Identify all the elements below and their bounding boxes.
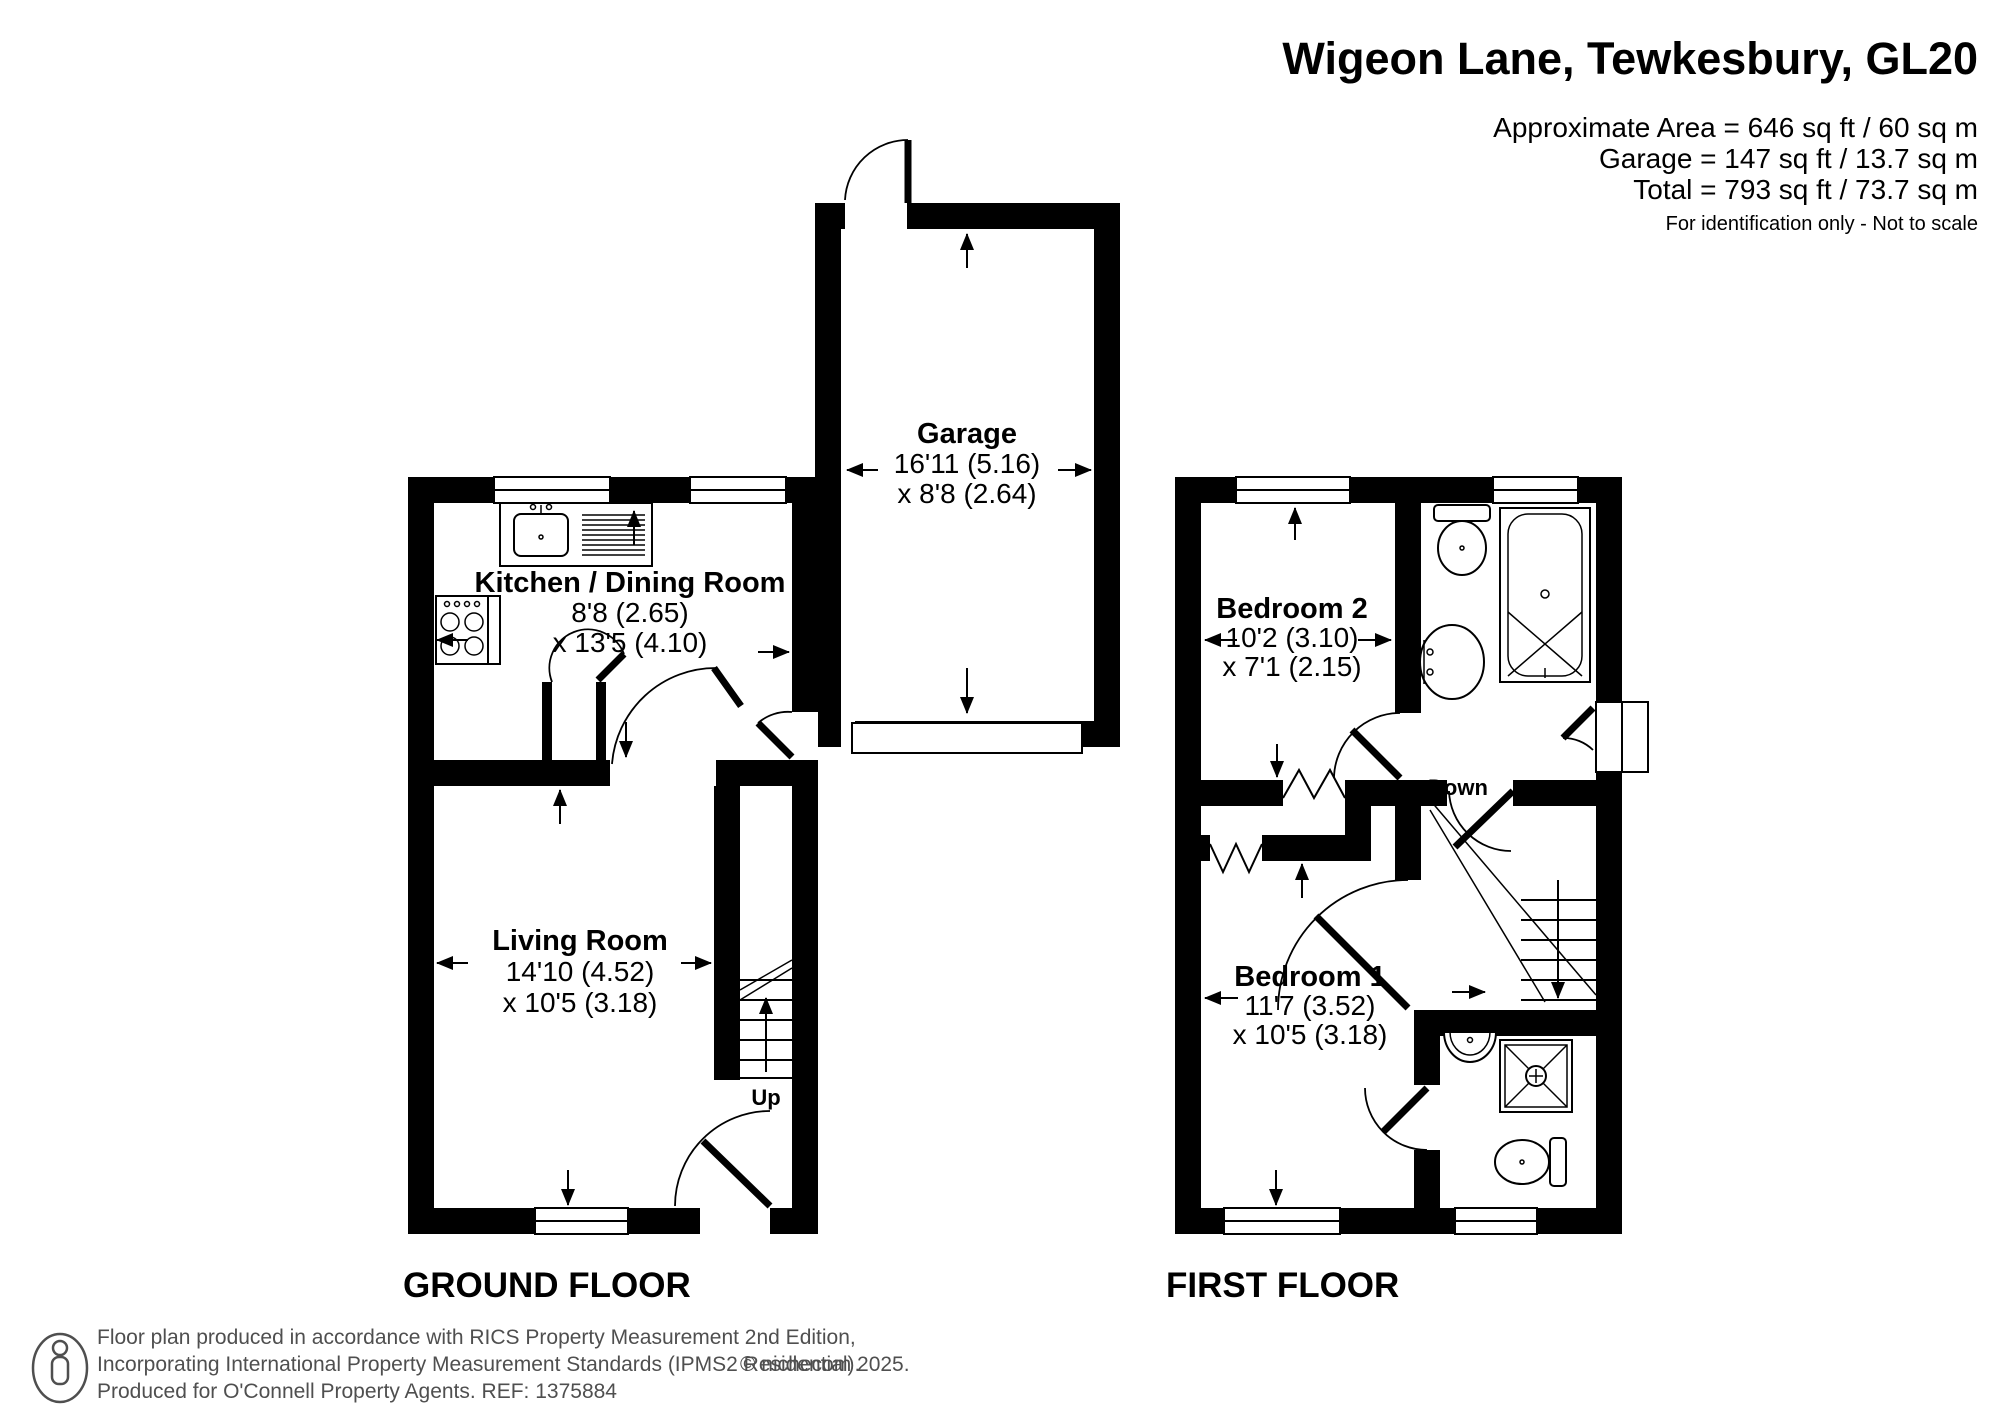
garage-name: Garage [917,418,1017,450]
ff-window-right [1595,701,1649,773]
gf-right-wall [792,477,818,1234]
bedroom2-right-wall [1395,503,1421,713]
bedroom1-door [1277,879,1411,1011]
cupboard-top-opening [1283,780,1345,806]
bedroom2-name: Bedroom 2 [1216,593,1367,625]
garage-right-wall [1094,203,1120,747]
ground-floor-label: GROUND FLOOR [403,1266,691,1305]
first-floor-plan: Down [1166,476,1649,1305]
ensuite-toilet-icon [1494,1137,1567,1187]
kitchen-label: Kitchen / Dining Room 8'8 (2.65) x 13'5 … [475,567,786,658]
kitchen-cupboard [542,628,627,760]
ensuite-basin-icon [1442,1015,1498,1063]
garage-label: Garage 16'11 (5.16) x 8'8 (2.64) [894,418,1040,509]
ff-right-wall [1596,477,1622,1234]
stairs-down-label: Down [1428,775,1488,800]
total-area: Total = 793 sq ft / 73.7 sq m [1633,174,1978,205]
person-icon [31,1332,89,1404]
stairs-up [739,959,793,1079]
bathtub-icon [1499,507,1591,683]
gf-hall-wall [714,786,740,1080]
kitchen-sink-icon [499,502,653,567]
gf-bottom-door [674,1110,773,1234]
footer-line3: Produced for O'Connell Property Agents. … [97,1380,617,1403]
kitchen-name: Kitchen / Dining Room [475,567,786,599]
bifold-door-up-icon [1282,767,1346,801]
stairs-up-label: Up [751,1085,780,1110]
living-room-label: Living Room 14'10 (4.52) x 10'5 (3.18) [492,925,668,1018]
living-dim1: 14'10 (4.52) [506,956,655,987]
garage-door-arc [844,139,909,201]
shower-icon [1499,1039,1573,1113]
ff-window-bottom-2 [1454,1207,1538,1235]
header: Wigeon Lane, Tewkesbury, GL20 Approximat… [1282,33,1978,235]
bathroom-door [1448,788,1516,852]
first-floor-label: FIRST FLOOR [1166,1266,1399,1305]
toilet-icon [1433,504,1491,576]
page-title: Wigeon Lane, Tewkesbury, GL20 [1282,33,1978,84]
footer-copyright: © nichecom 2025. [740,1353,910,1376]
gf-window-top-2 [689,476,787,504]
ff-left-wall [1175,477,1201,1234]
landing-cupboard-door [1560,705,1596,751]
ff-window-top-2 [1492,476,1579,504]
cupboard-bottom-opening [1210,835,1262,861]
gf-left-wall [408,477,434,1234]
garage-vehicle-door [851,722,1083,754]
kitchen-dim1: 8'8 (2.65) [571,597,688,628]
bifold-door-down-icon [1209,841,1263,875]
disclaimer: For identification only - Not to scale [1666,213,1978,235]
living-name: Living Room [492,925,668,957]
bedroom1-name: Bedroom 1 [1234,961,1385,993]
bedroom2-door [1333,712,1403,781]
basin-icon [1419,624,1485,700]
living-dim2: x 10'5 (3.18) [503,987,658,1018]
bedroom2-dim1: 10'2 (3.10) [1226,622,1359,653]
bedroom1-dim1: 11'7 (3.52) [1245,990,1376,1021]
footer-line2: Incorporating International Property Mea… [97,1353,860,1376]
stove-icon [435,595,501,665]
ff-window-bottom-1 [1223,1207,1341,1235]
bedroom1-label: Bedroom 1 11'7 (3.52) x 10'5 (3.18) [1233,961,1388,1050]
stairs-down [1429,799,1597,1003]
garage-area: Garage = 147 sq ft / 13.7 sq m [1599,143,1978,174]
landing-wall-stub [1395,806,1421,880]
gf-window-top-1 [493,476,611,504]
gf-divider-wall-left [434,760,610,786]
front-door [755,710,818,760]
footer-line1: Floor plan produced in accordance with R… [97,1326,856,1349]
ff-window-top-1 [1235,476,1351,504]
ground-floor-plan: Up [403,139,1120,1305]
kitchen-living-door [611,665,744,765]
bedroom2-label: Bedroom 2 10'2 (3.10) x 7'1 (2.15) [1216,593,1367,682]
kitchen-dim2: x 13'5 (4.10) [553,627,708,658]
ensuite-door [1364,1085,1430,1151]
garage-door-opening [845,203,907,229]
garage-left-wall [815,203,841,747]
cupboard-right-stub [1345,780,1371,861]
approximate-area: Approximate Area = 646 sq ft / 60 sq m [1493,112,1978,143]
bedroom2-dim2: x 7'1 (2.15) [1222,651,1361,682]
garage-dim1: 16'11 (5.16) [894,448,1040,479]
gf-window-bottom [534,1207,629,1235]
bedroom1-dim2: x 10'5 (3.18) [1233,1019,1388,1050]
gf-divider-wall-right [716,760,792,786]
garage-dim2: x 8'8 (2.64) [897,478,1036,509]
footer: Floor plan produced in accordance with R… [31,1326,910,1404]
